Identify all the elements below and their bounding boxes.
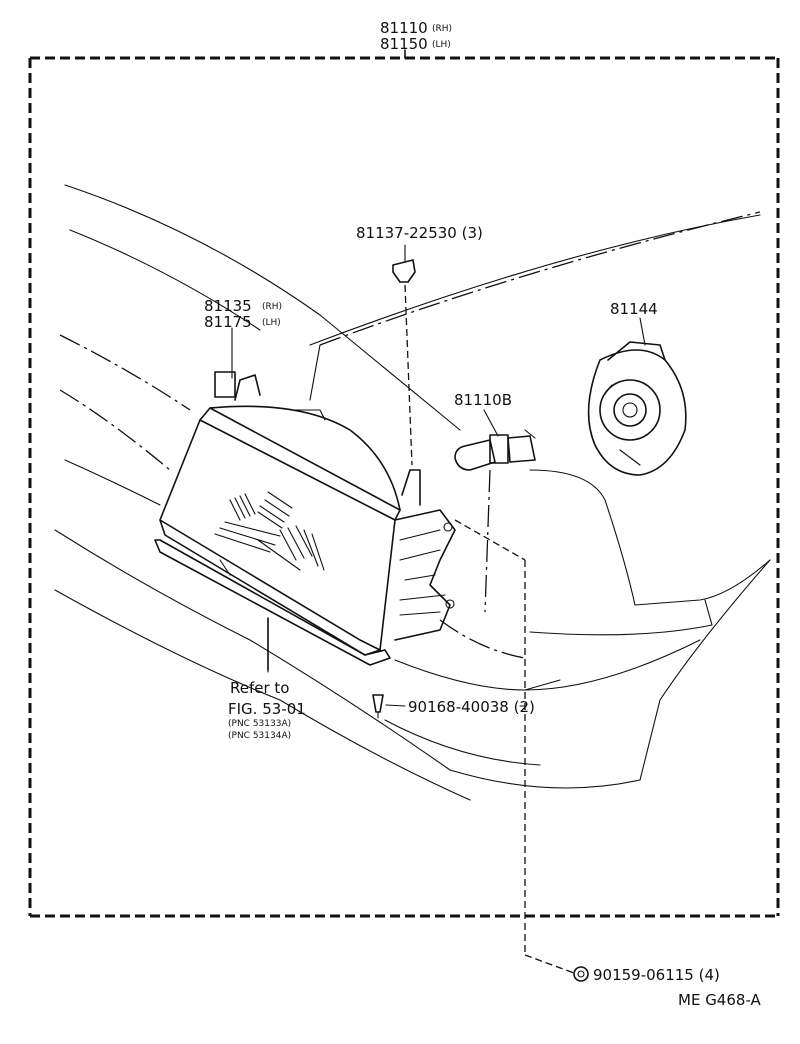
clip-part (392, 244, 416, 466)
bulb-label: 81110B (454, 391, 512, 409)
assembly-side-lh: (LH) (432, 40, 451, 50)
lens-pattern (214, 491, 325, 571)
figure-code: ME G468-A (678, 991, 762, 1009)
assembly-part-lh: 81150 (380, 35, 428, 53)
leader-lines (231, 327, 269, 673)
socket-cover-part (587, 317, 687, 476)
socket-cover-label: 81144 (610, 300, 658, 318)
headlamp-housing (159, 371, 456, 656)
assembly-part-rh: 81110 (380, 19, 428, 37)
bulb-part (454, 409, 536, 471)
assembly-frame (28, 49, 780, 918)
housing-lh-side: (LH) (262, 318, 281, 328)
screw-part (372, 694, 526, 719)
car-body-outline (54, 184, 771, 801)
assembly-side-rh: (RH) (432, 24, 452, 34)
reference-line1: Refer to (230, 679, 289, 697)
reference-pnc1: (PNC 53133A) (228, 719, 291, 729)
lower-bracket (154, 539, 391, 671)
clip-label: 81137-22530 (3) (356, 224, 483, 242)
housing-rh-label: 81135 (204, 297, 252, 315)
reference-pnc2: (PNC 53134A) (228, 731, 291, 741)
housing-rh-side: (RH) (262, 302, 282, 312)
screw-label: 90168-40038 (2) (408, 698, 535, 716)
assembly-label: 81110 (RH) 81150 (LH) (380, 19, 452, 53)
nut-label: 90159-06115 (4) (593, 966, 720, 984)
housing-lh-label: 81175 (204, 313, 252, 331)
reference-line2: FIG. 53-01 (228, 700, 306, 718)
nut-part (454, 519, 589, 982)
